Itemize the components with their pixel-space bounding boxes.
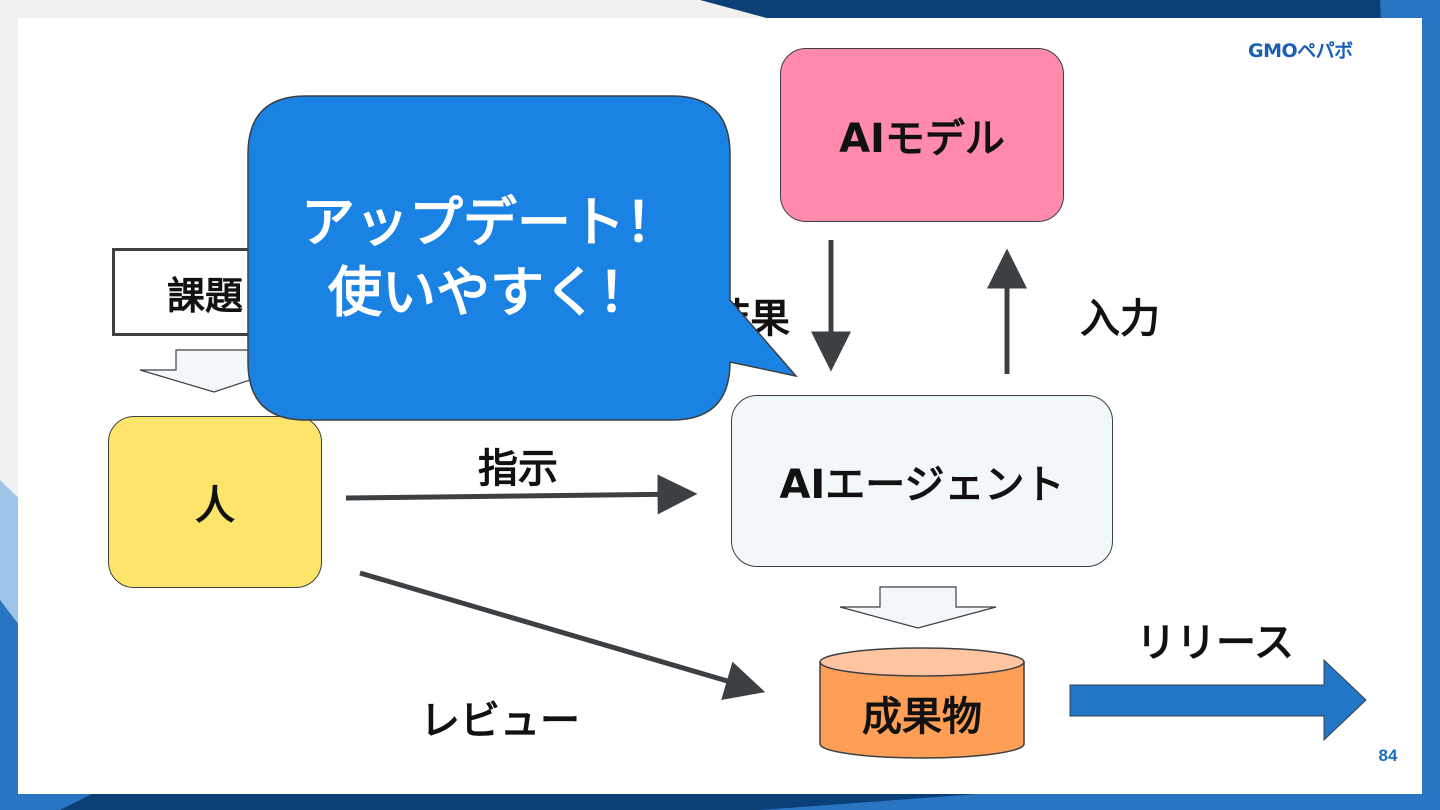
person-label: 人 — [195, 483, 235, 529]
deliverable-cylinder — [819, 647, 1025, 759]
ai-model-box: AIモデル — [780, 48, 1064, 222]
ai-model-label: AIモデル — [839, 116, 1005, 162]
review-arrow — [359, 570, 766, 701]
callout-line-2: 使いやすく！ — [328, 261, 652, 324]
callout-line-1: アップデート！ — [301, 191, 679, 254]
ai-agent-label: AIエージェント — [779, 462, 1065, 508]
page-number: 84 — [1378, 746, 1398, 765]
release-label: リリース — [1136, 620, 1294, 666]
review-label: レビュー — [420, 698, 580, 744]
deliverable-label: 成果物 — [862, 694, 982, 740]
release-arrow — [1069, 658, 1367, 742]
instruction-label: 指示 — [478, 446, 558, 492]
input-label: 入力 — [1080, 296, 1160, 342]
instruction-arrow — [345, 474, 698, 515]
issue-label: 課題 — [167, 273, 244, 318]
ai-agent-box: AIエージェント — [731, 395, 1113, 567]
gmo-pepabo-logo: GMOペパボ — [1248, 40, 1353, 62]
person-box: 人 — [108, 416, 322, 588]
agent-down-arrow — [839, 586, 997, 629]
callout-text: アップデート！ 使いやすく！ — [250, 188, 730, 328]
